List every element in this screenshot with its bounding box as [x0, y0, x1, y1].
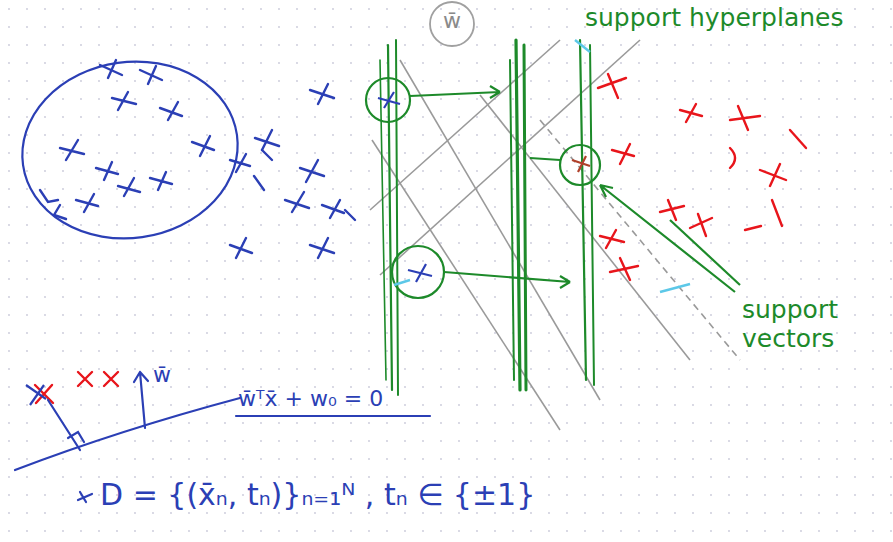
- vector-symbol: w̄: [443, 8, 461, 33]
- vector-symbol: w̄: [153, 362, 171, 387]
- annotation-label: support vectors: [742, 296, 862, 354]
- equation-label: w̄ᵀx̄ + w₀ = 0: [238, 386, 383, 411]
- annotation-label: support hyperplanes: [585, 4, 843, 33]
- equation-label: D = {(x̄ₙ, tₙ)}ₙ₌₁ᴺ , tₙ ∈ {±1}: [100, 478, 535, 513]
